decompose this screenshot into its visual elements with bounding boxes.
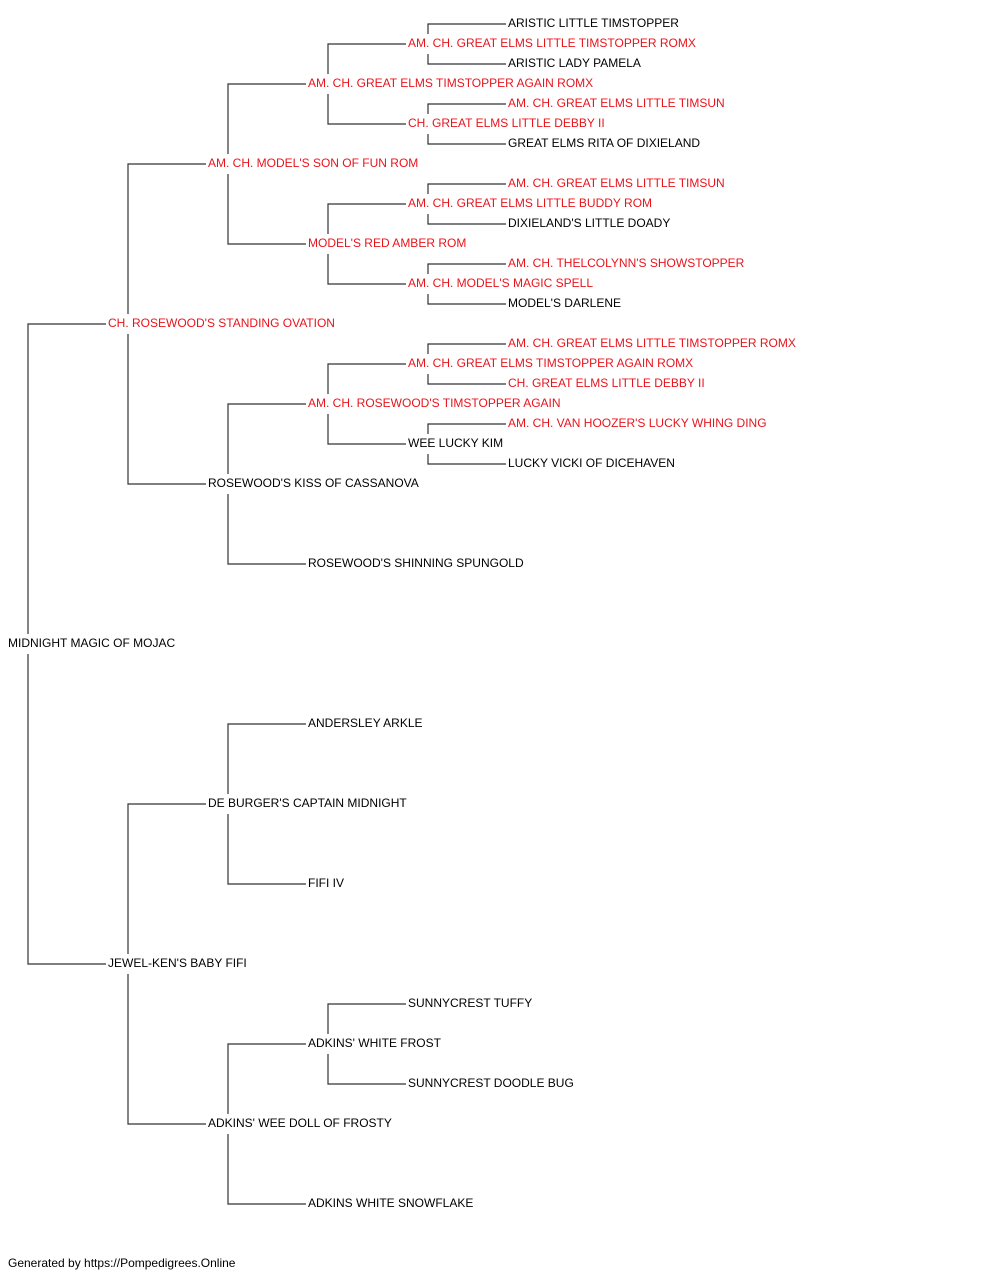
- dog-name-gen3: AM. CH. GREAT ELMS TIMSTOPPER AGAIN ROMX: [308, 76, 593, 90]
- footer-credit: Generated by https://Pompedigrees.Online: [8, 1256, 236, 1270]
- dog-name-gen5: MODEL'S DARLENE: [508, 296, 621, 310]
- dog-name-gen5: AM. CH. GREAT ELMS LITTLE TIMSTOPPER ROM…: [508, 336, 796, 350]
- connector-sire-gen0: [27, 323, 106, 634]
- dog-name-gen4: SUNNYCREST TUFFY: [408, 996, 532, 1010]
- dog-name-gen3: ADKINS' WHITE FROST: [308, 1036, 442, 1050]
- dog-name-gen2: ROSEWOOD'S KISS OF CASSANOVA: [208, 476, 419, 490]
- connector-dam-gen4: [427, 374, 506, 385]
- connector-dam-gen2: [227, 174, 306, 245]
- connector-sire-gen2: [227, 723, 306, 794]
- dog-name-gen5: ARISTIC LITTLE TIMSTOPPER: [508, 16, 679, 30]
- connector-dam-gen3: [327, 1054, 406, 1085]
- connector-dam-gen3: [327, 254, 406, 285]
- connector-sire-gen4: [427, 23, 506, 34]
- dog-name-gen0: MIDNIGHT MAGIC OF MOJAC: [8, 636, 175, 650]
- connector-dam-gen2: [227, 494, 306, 565]
- connector-sire-gen4: [427, 263, 506, 274]
- connector-sire-gen2: [227, 403, 306, 474]
- dog-name-gen2: ADKINS' WEE DOLL OF FROSTY: [208, 1116, 392, 1130]
- dog-name-gen3: AM. CH. ROSEWOOD'S TIMSTOPPER AGAIN: [308, 396, 561, 410]
- dog-name-gen2: AM. CH. MODEL'S SON OF FUN ROM: [208, 156, 418, 170]
- connector-dam-gen4: [427, 454, 506, 465]
- connector-sire-gen3: [327, 1003, 406, 1034]
- dog-name-gen3: FIFI IV: [308, 876, 344, 890]
- dog-name-gen4: SUNNYCREST DOODLE BUG: [408, 1076, 574, 1090]
- connector-dam-gen4: [427, 134, 506, 145]
- connector-sire-gen4: [427, 343, 506, 354]
- connector-dam-gen2: [227, 814, 306, 885]
- dog-name-gen3: MODEL'S RED AMBER ROM: [308, 236, 466, 250]
- dog-name-gen4: AM. CH. GREAT ELMS TIMSTOPPER AGAIN ROMX: [408, 356, 693, 370]
- dog-name-gen5: LUCKY VICKI OF DICEHAVEN: [508, 456, 675, 470]
- dog-name-gen5: AM. CH. GREAT ELMS LITTLE TIMSUN: [508, 176, 725, 190]
- connector-sire-gen4: [427, 103, 506, 114]
- connector-dam-gen4: [427, 214, 506, 225]
- dog-name-gen3: ADKINS WHITE SNOWFLAKE: [308, 1196, 473, 1210]
- dog-name-gen5: DIXIELAND'S LITTLE DOADY: [508, 216, 670, 230]
- connector-sire-gen1: [127, 163, 206, 314]
- connector-sire-gen2: [227, 83, 306, 154]
- connector-dam-gen3: [327, 414, 406, 445]
- connector-dam-gen1: [127, 334, 206, 485]
- dog-name-gen3: ANDERSLEY ARKLE: [308, 716, 423, 730]
- connector-sire-gen4: [427, 423, 506, 434]
- connector-dam-gen0: [27, 654, 106, 965]
- dog-name-gen4: AM. CH. GREAT ELMS LITTLE TIMSTOPPER ROM…: [408, 36, 696, 50]
- dog-name-gen4: WEE LUCKY KIM: [408, 436, 503, 450]
- connector-sire-gen4: [427, 183, 506, 194]
- dog-name-gen5: AM. CH. VAN HOOZER'S LUCKY WHING DING: [508, 416, 767, 430]
- connector-dam-gen4: [427, 54, 506, 65]
- pedigree-labels: MIDNIGHT MAGIC OF MOJAC CH. ROSEWOOD'S ST…: [8, 16, 796, 1210]
- connector-sire-gen3: [327, 43, 406, 74]
- dog-name-gen5: AM. CH. GREAT ELMS LITTLE TIMSUN: [508, 96, 725, 110]
- dog-name-gen3: ROSEWOOD'S SHINNING SPUNGOLD: [308, 556, 524, 570]
- dog-name-gen5: ARISTIC LADY PAMELA: [508, 56, 641, 70]
- dog-name-gen2: DE BURGER'S CAPTAIN MIDNIGHT: [208, 796, 407, 810]
- dog-name-gen4: AM. CH. GREAT ELMS LITTLE BUDDY ROM: [408, 196, 652, 210]
- connector-dam-gen1: [127, 974, 206, 1125]
- connector-dam-gen4: [427, 294, 506, 305]
- dog-name-gen4: CH. GREAT ELMS LITTLE DEBBY II: [408, 116, 605, 130]
- connector-sire-gen3: [327, 363, 406, 394]
- dog-name-gen1: JEWEL-KEN'S BABY FIFI: [108, 956, 247, 970]
- connector-sire-gen1: [127, 803, 206, 954]
- connector-dam-gen2: [227, 1134, 306, 1205]
- dog-name-gen4: AM. CH. MODEL'S MAGIC SPELL: [408, 276, 593, 290]
- pedigree-connectors: [27, 23, 506, 1205]
- connector-dam-gen3: [327, 94, 406, 125]
- dog-name-gen1: CH. ROSEWOOD'S STANDING OVATION: [108, 316, 335, 330]
- connector-sire-gen2: [227, 1043, 306, 1114]
- connector-sire-gen3: [327, 203, 406, 234]
- dog-name-gen5: CH. GREAT ELMS LITTLE DEBBY II: [508, 376, 705, 390]
- dog-name-gen5: GREAT ELMS RITA OF DIXIELAND: [508, 136, 700, 150]
- dog-name-gen5: AM. CH. THELCOLYNN'S SHOWSTOPPER: [508, 256, 745, 270]
